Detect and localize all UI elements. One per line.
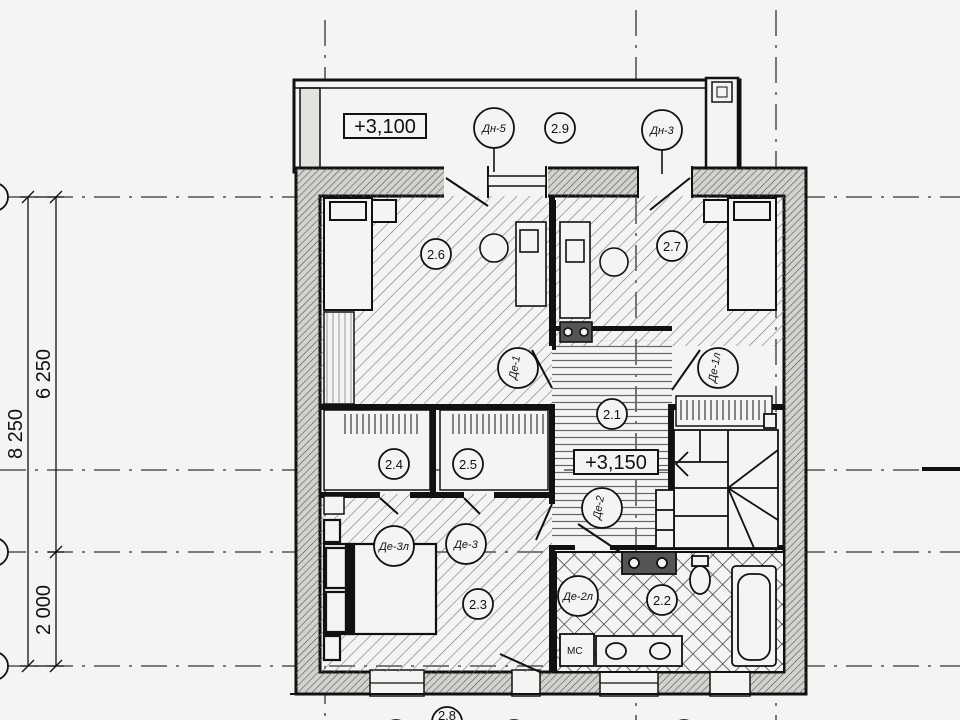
room-label-2-9: 2.9 bbox=[551, 121, 569, 136]
axis-markers bbox=[0, 183, 9, 680]
room-tag-2-2 bbox=[646, 584, 678, 616]
room-tags bbox=[378, 112, 688, 720]
door-label-de3: Де-3 bbox=[452, 539, 479, 551]
door-tag-de1 bbox=[497, 347, 539, 389]
room-label-2-1: 2.1 bbox=[603, 407, 621, 422]
staircase bbox=[655, 413, 779, 549]
axis-marker-3 bbox=[0, 652, 9, 680]
balcony-level-box bbox=[343, 113, 427, 139]
single-bed-right bbox=[703, 197, 777, 311]
room-tag-2-7 bbox=[656, 230, 688, 262]
room-tag-2-8 bbox=[431, 706, 463, 720]
room-label-2-6: 2.6 bbox=[427, 247, 445, 262]
dimension-total: 8 250 bbox=[5, 409, 27, 459]
door-swings bbox=[379, 177, 701, 673]
door-tag-de1l bbox=[697, 347, 739, 389]
door-label-dn3: Дн-3 bbox=[648, 125, 674, 137]
dimension-upper: 6 250 bbox=[33, 349, 55, 399]
fixture-mc: МС bbox=[567, 646, 583, 657]
hall-level: +3,150 bbox=[585, 452, 647, 474]
dimension-lower: 2 000 bbox=[33, 585, 55, 635]
door-tag-de3 bbox=[445, 523, 487, 565]
hall-level-box bbox=[573, 449, 659, 475]
door-label-de2: Де-2 bbox=[591, 495, 607, 522]
room-tag-2-4 bbox=[378, 448, 410, 480]
single-bed-left bbox=[323, 197, 397, 311]
dimension-lines bbox=[20, 190, 64, 673]
desks bbox=[479, 221, 629, 343]
room-label-2-8: 2.8 bbox=[438, 708, 456, 720]
balcony-level: +3,100 bbox=[354, 116, 416, 138]
door-label-de3l: Де-3л bbox=[377, 541, 409, 553]
room-label-2-3: 2.3 bbox=[469, 597, 487, 612]
axis-marker-2 bbox=[0, 538, 9, 566]
room-label-2-5: 2.5 bbox=[459, 457, 477, 472]
door-tag-de3l bbox=[373, 525, 415, 567]
door-tag-de2l bbox=[557, 575, 599, 617]
door-tag-de2 bbox=[581, 487, 623, 529]
door-label-de1: Де-1 bbox=[507, 355, 523, 382]
room-label-2-4: 2.4 bbox=[385, 457, 403, 472]
double-bed bbox=[322, 518, 438, 662]
bathroom-fixtures bbox=[559, 551, 777, 667]
room-tag-2-5 bbox=[452, 448, 484, 480]
room-label-2-7: 2.7 bbox=[663, 239, 681, 254]
wardrobes bbox=[323, 311, 773, 515]
axis-marker-1 bbox=[0, 183, 9, 211]
room-label-2-2: 2.2 bbox=[653, 593, 671, 608]
room-tag-2-3 bbox=[462, 588, 494, 620]
door-label-de1l: Де-1л bbox=[706, 352, 723, 385]
exterior-walls bbox=[294, 166, 808, 697]
room-tag-2-9 bbox=[544, 112, 576, 144]
door-label-dn5: Дн-5 bbox=[480, 123, 506, 135]
door-tags bbox=[373, 107, 739, 617]
door-label-de2l: Де-2л bbox=[561, 591, 593, 603]
room-tag-2-6 bbox=[420, 238, 452, 270]
room-tag-2-1 bbox=[596, 398, 628, 430]
